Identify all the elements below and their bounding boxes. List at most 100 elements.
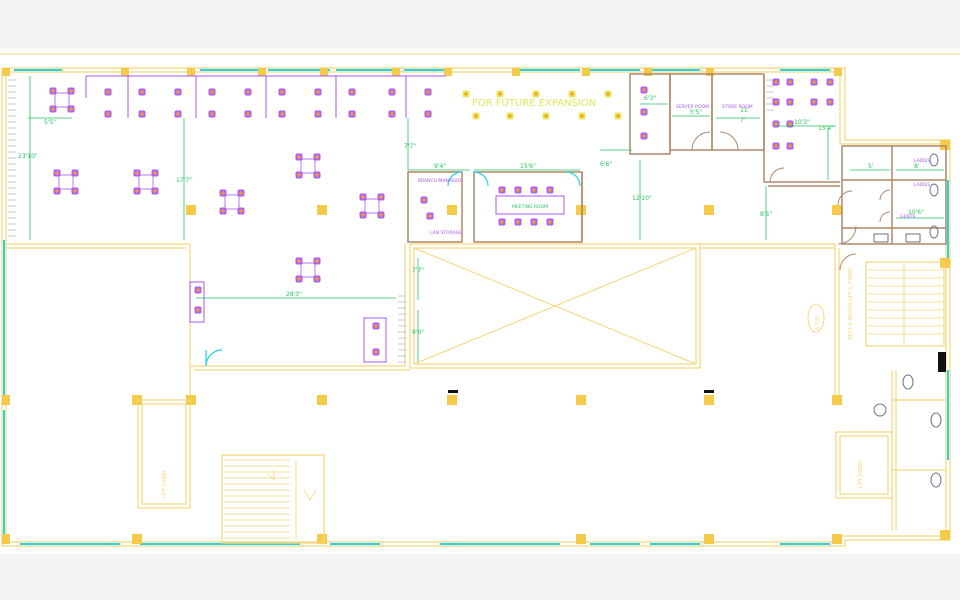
chair-seat [69,89,73,93]
dimension-text: 7' [740,117,746,124]
workstation-cluster [58,174,74,190]
chair-seat [297,277,301,281]
door-swings-cyan [205,171,581,367]
dimension-text: 17'7" [176,177,192,184]
chair-seat [788,122,792,126]
chair-seat [140,90,144,94]
door-swings [691,131,891,271]
workstation-cluster [364,198,380,214]
chair-seat [532,220,536,224]
chair-seat [210,90,214,94]
chair-seat [176,90,180,94]
chair-seat [426,90,430,94]
chair-seat [69,107,73,111]
ladies-label: LADIES [914,158,930,164]
dimension-text: 6'3" [644,95,656,102]
chair-seat [828,80,832,84]
chair-seat [788,80,792,84]
lan-storage-label: LAN STORAGE [430,230,462,236]
dimension-text: 11' [740,107,750,114]
chair-seat [374,324,378,328]
wall-hatch [8,79,774,363]
dimension-text: 6'6" [600,161,612,168]
chair-seat [788,144,792,148]
chair-seat [246,90,250,94]
rotated-labels: LIFT LOBBY LIFT LOBBY BEST & BASEN LIFT … [162,267,864,498]
dimension-text: 7'7" [412,267,424,274]
ladies-label-2: LADIES [914,182,930,188]
chair-seat [239,191,243,195]
lift-lobby-label: LIFT LOBBY [162,469,168,498]
dimension-text: 15'4" [818,125,834,132]
chair-seat [774,80,778,84]
workstation-partitions [85,75,446,363]
chair-seat [642,110,646,114]
chair-seat [642,134,646,138]
chair-seat [221,191,225,195]
chair-seat [361,213,365,217]
chair-seat [508,114,512,118]
chair-seat [239,209,243,213]
dimension-text: 9'6" [412,329,424,336]
chair-seat [812,100,816,104]
chair-seat [55,189,59,193]
chair-seat [176,112,180,116]
chair-seat [548,220,552,224]
dimension-text: 5' [868,163,874,170]
chair-seat [297,259,301,263]
workstation-cluster [300,158,316,174]
chair-seat [464,92,468,96]
chair-seat [474,114,478,118]
chair-seat [196,288,200,292]
workstation-cluster [224,194,240,210]
chair-seat [500,188,504,192]
workstation-cluster [138,174,154,190]
open-void [413,247,697,365]
chair-seat [221,209,225,213]
dimension-text: 9'4" [434,163,446,170]
chair-seat [140,112,144,116]
chair-seat [153,189,157,193]
fire-escape-label: BEST & BASEN LIFT & STAIRS [848,267,854,340]
dimension-text: 8' [914,163,920,170]
workstation-cluster [300,262,316,278]
chair-seat [361,195,365,199]
chair-seat [774,100,778,104]
chair-seat [153,171,157,175]
chair-seat [828,100,832,104]
chair-seat [51,89,55,93]
chair-seat [316,112,320,116]
lift-lobby-label-right: LIFT LOBBY [858,459,864,488]
future-furniture-layer [462,90,622,120]
furniture-layer [49,78,834,356]
chair-seat [548,188,552,192]
meeting-room-label: MEETING ROOM [512,204,548,210]
chair-seat [55,171,59,175]
outer-walls [1,67,951,547]
floor-plan[interactable]: 5'5" 23'10" 17'7" 7'7" 9'4" 15'6" 6'6" 1… [0,48,960,554]
chair-seat [616,114,620,118]
dimension-lines [28,76,944,362]
chair-seat [315,259,319,263]
chair-seat [135,171,139,175]
area-badge: 4,330 [807,303,825,333]
chair-seat [516,220,520,224]
chair-seat [544,114,548,118]
chair-seat [350,90,354,94]
store-room-label: STORE ROOM [722,104,753,110]
chair-seat [280,90,284,94]
chair-seat [642,88,646,92]
room-labels: FOR FUTURE EXPANSION BRANCH MANAGER LAN … [418,98,930,236]
future-expansion-label: FOR FUTURE EXPANSION [472,98,596,109]
chair-seat [135,189,139,193]
chair-seat [426,112,430,116]
chair-seat [788,100,792,104]
drawing-sheet[interactable]: 5'5" 23'10" 17'7" 7'7" 9'4" 15'6" 6'6" 1… [0,48,960,554]
chair-seat [196,308,200,312]
stairs-bottom [224,459,317,540]
meeting-table [495,195,565,215]
chair-seat [73,171,77,175]
chair-seat [316,90,320,94]
chair-seat [606,92,610,96]
